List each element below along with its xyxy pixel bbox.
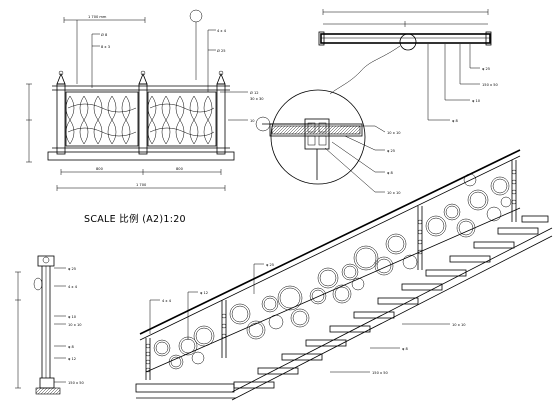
svg-text:10 x 10: 10 x 10 [68,323,82,327]
svg-text:1 700 mm: 1 700 mm [88,15,107,19]
svg-text:1 700: 1 700 [136,183,147,187]
svg-text:10 x 10: 10 x 10 [387,191,401,195]
svg-text:800: 800 [176,167,184,171]
svg-text:φ 8: φ 8 [68,345,75,349]
svg-text:φ 10: φ 10 [68,315,77,319]
railing-section-detail: 10 x 10 φ 25 φ 8 10 x 10 [255,89,401,195]
post-section: φ 25 4 x 4 φ 10 10 x 10 φ 8 φ 12 150 x 5… [15,255,85,395]
svg-text:φ 12: φ 12 [200,291,208,295]
svg-text:φ 12: φ 12 [68,357,76,361]
svg-text:150 x 50: 150 x 50 [372,371,389,375]
svg-text:φ 10: φ 10 [472,99,481,103]
svg-text:φ 25: φ 25 [68,267,76,271]
svg-text:φ 25: φ 25 [482,67,490,71]
svg-text:φ 8: φ 8 [402,347,409,351]
railing-plan: φ 25 150 x 50 φ 10 φ 8 [318,9,499,123]
svg-text:10 x 10: 10 x 10 [387,131,401,135]
svg-text:8 x 3: 8 x 3 [101,45,110,49]
svg-text:4 x 4: 4 x 4 [162,299,172,303]
svg-text:φ 8: φ 8 [452,119,459,123]
svg-text:10 x 10: 10 x 10 [452,323,466,327]
svg-text:4 x 4: 4 x 4 [68,285,78,289]
scale-label: SCALE 比例 (A2)1:20 [84,213,186,225]
svg-text:150 x 50: 150 x 50 [482,83,499,87]
stair-elevation: φ 25 φ 12 4 x 4 10 x 10 φ 8 150 x 50 [135,149,553,401]
svg-text:Ø 12: Ø 12 [250,90,259,95]
svg-text:150 x 50: 150 x 50 [68,381,85,385]
svg-text:800: 800 [96,167,104,171]
svg-text:Ø 25: Ø 25 [217,48,226,53]
svg-text:30 x 30: 30 x 30 [250,97,264,101]
svg-text:φ 25: φ 25 [387,149,395,153]
svg-text:4 x 4: 4 x 4 [217,29,227,33]
svg-text:Ø 8: Ø 8 [101,32,108,37]
svg-text:10: 10 [250,119,255,123]
svg-text:φ 25: φ 25 [266,263,274,267]
svg-text:φ 8: φ 8 [387,171,394,175]
railing-elevation: 1 700 mm Ø 8 8 x 3 4 x 4 Ø 25 Ø 12 30 x … [26,9,264,191]
